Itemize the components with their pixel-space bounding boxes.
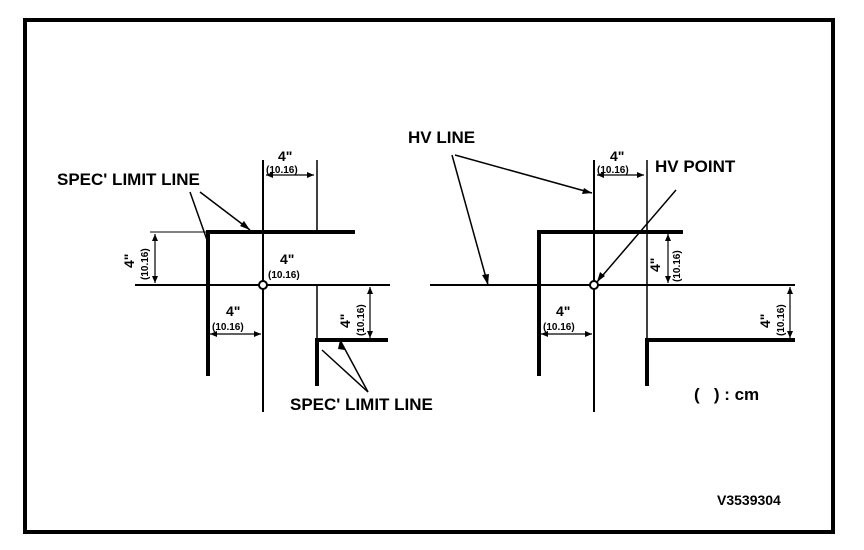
hv-line-leader-2 (454, 154, 593, 194)
arrowhead (367, 331, 373, 338)
arrowhead (597, 172, 604, 178)
arrowhead (152, 276, 158, 283)
unit-note: ( ) : cm (694, 385, 759, 404)
arrowhead (787, 331, 793, 338)
arrowhead (541, 331, 548, 337)
figure-code: V3539304 (717, 492, 781, 508)
left-top-dim-inch: 4" (278, 148, 292, 164)
arrowhead (254, 331, 261, 337)
arrowhead (787, 287, 793, 294)
left-bottom-dim-inch: 4" (226, 303, 240, 319)
right-diagram: HV POINT 4" (10.16) 4" (10.16) 4" (10.16… (430, 148, 795, 412)
arrowhead (338, 340, 345, 350)
right-bottom-dim-cm: (10.16) (543, 322, 575, 333)
hv-point-marker (589, 280, 599, 290)
arrowhead (152, 234, 158, 241)
hv-point-label: HV POINT (655, 157, 736, 176)
right-inner-dim-cm: (10.16) (672, 250, 683, 282)
arrowhead (307, 172, 314, 178)
spec-limit-leader-2 (199, 191, 251, 231)
diagram-frame (23, 18, 835, 534)
right-top-dim-cm: (10.16) (597, 165, 629, 176)
left-diagram: SPEC' LIMIT LINE SPEC' LIMIT LINE 4" (10… (57, 148, 433, 414)
hv-point-leader (596, 189, 677, 283)
arrowhead (582, 188, 592, 194)
arrowhead (482, 274, 489, 285)
right-outer-dim-inch: 4" (757, 314, 773, 328)
arrowhead (266, 172, 273, 178)
right-outer-dim-cm: (10.16) (776, 304, 787, 336)
right-bottom-dim-inch: 4" (556, 303, 570, 319)
left-center-point (258, 280, 268, 290)
left-top-dim-cm: (10.16) (266, 165, 298, 176)
spec-limit-leader-1 (189, 191, 208, 241)
arrowhead (585, 331, 592, 337)
right-upper-spec-limit-line (537, 230, 683, 376)
hv-line-leader-1 (451, 154, 489, 286)
arrowhead (367, 287, 373, 294)
left-right-dim-cm: (10.16) (356, 304, 367, 336)
arrowhead (665, 276, 671, 283)
left-bottom-dim-cm: (10.16) (212, 322, 244, 333)
spec-limit-line-label-bottom: SPEC' LIMIT LINE (290, 395, 433, 414)
hv-line-callout: HV LINE (408, 128, 593, 286)
spec-limit-leader-3 (321, 349, 369, 393)
arrowhead (665, 234, 671, 241)
left-side-dim-inch: 4" (121, 254, 137, 268)
left-center-dim-inch: 4" (280, 251, 294, 267)
right-inner-dim-inch: 4" (647, 258, 663, 272)
hv-line-label: HV LINE (408, 128, 475, 147)
arrowhead (637, 172, 644, 178)
arrowhead (210, 331, 217, 337)
left-right-dim-inch: 4" (337, 314, 353, 328)
arrowhead (597, 272, 605, 282)
left-center-dim-cm: (10.16) (268, 270, 300, 281)
left-side-dim-cm: (10.16) (140, 248, 151, 280)
right-top-dim-inch: 4" (610, 148, 624, 164)
spec-limit-leader-4 (339, 339, 369, 393)
spec-limit-line-label-top: SPEC' LIMIT LINE (57, 170, 200, 189)
arrowhead (240, 221, 250, 230)
